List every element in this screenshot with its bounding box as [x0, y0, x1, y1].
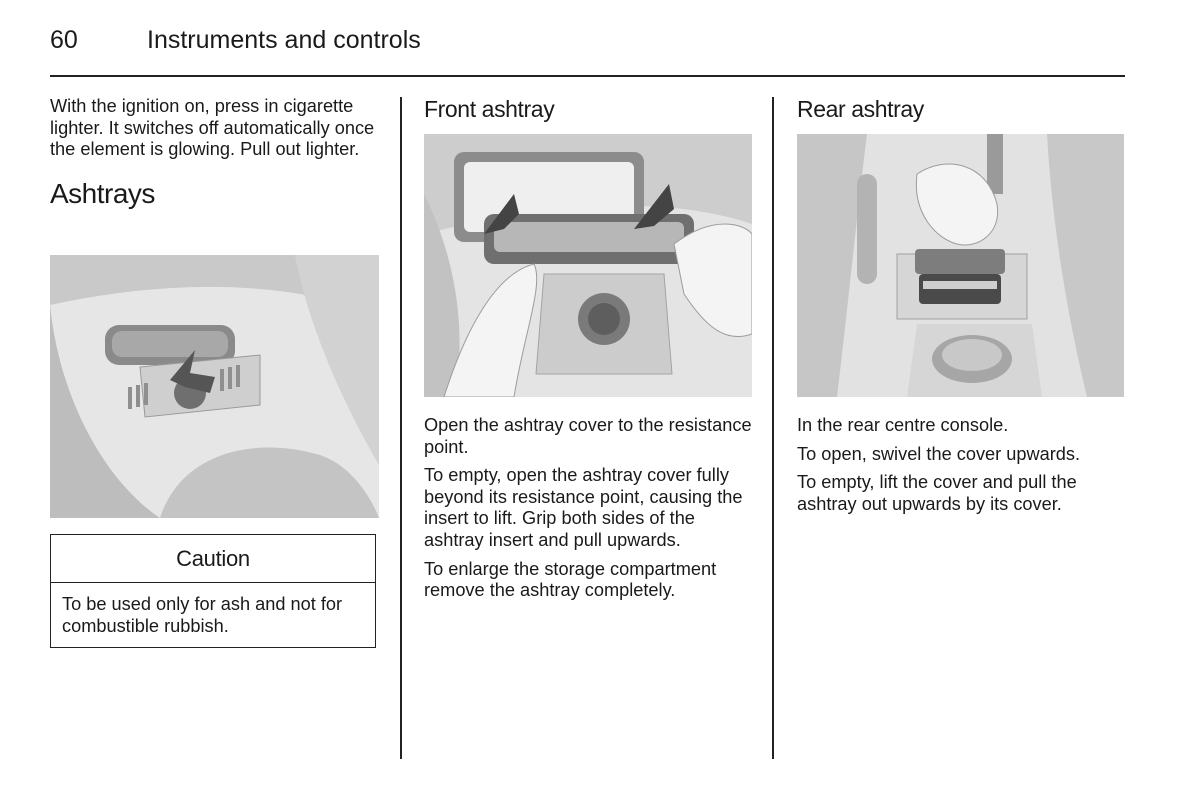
column-divider-1: [400, 97, 402, 759]
rear-ashtray-paragraph-1: In the rear centre console.: [797, 415, 1009, 435]
column-2: Front ashtray: [424, 96, 754, 123]
section-heading-ashtrays: Ashtrays: [50, 177, 155, 209]
intro-paragraph: With the ignition on, press in cigarette…: [50, 96, 375, 160]
rear-ashtray-illustration: [797, 134, 1124, 397]
front-ashtray-text: Open the ashtray cover to the resistance…: [424, 415, 756, 609]
front-ashtray-paragraph-3: To enlarge the storage compartment remov…: [424, 558, 717, 601]
page-title: Instruments and controls: [147, 26, 421, 54]
rear-ashtray-text: In the rear centre console. To open, swi…: [797, 415, 1127, 522]
ashtray-console-illustration: [50, 255, 379, 518]
column-3: Rear ashtray: [797, 96, 1127, 123]
header-divider: [50, 75, 1125, 77]
column-1: With the ignition on, press in cigarette…: [50, 96, 380, 210]
page-number: 60: [50, 26, 78, 54]
caution-text: To be used only for ash and not for comb…: [62, 594, 343, 636]
caution-box: Caution To be used only for ash and not …: [50, 534, 376, 648]
front-ashtray-paragraph-1: Open the ashtray cover to the resistance…: [424, 415, 752, 457]
section-heading-rear-ashtray: Rear ashtray: [797, 96, 924, 122]
rear-ashtray-paragraph-2: To open, swivel the cover upwards.: [797, 443, 1081, 464]
front-ashtray-illustration: [424, 134, 752, 397]
caution-title: Caution: [51, 535, 375, 583]
rear-ashtray-paragraph-3: To empty, lift the cover and pull the as…: [797, 472, 1077, 514]
column-divider-2: [772, 97, 774, 759]
section-heading-front-ashtray: Front ashtray: [424, 96, 555, 122]
front-ashtray-paragraph-2: To empty, open the ashtray cover fully b…: [424, 465, 743, 550]
